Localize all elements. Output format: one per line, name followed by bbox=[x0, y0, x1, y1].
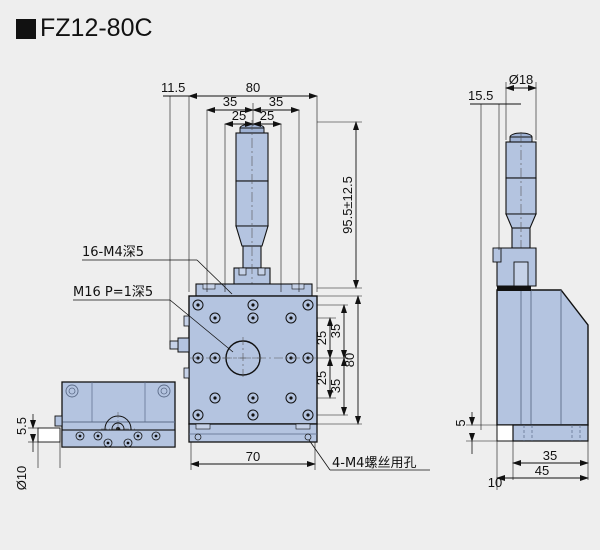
dim-35-lower: 35 bbox=[328, 379, 343, 393]
dim-45-side: 45 bbox=[535, 463, 549, 478]
bottom-view: 5.5 Ø10 bbox=[14, 381, 176, 491]
callout-4-m4: 4-M4螺丝用孔 bbox=[308, 439, 430, 471]
dim-25-upper: 25 bbox=[314, 331, 329, 345]
dim-35-left: 35 bbox=[223, 94, 237, 109]
dim-70: 70 bbox=[246, 449, 260, 464]
callout-m16-label: M16 P=1深5 bbox=[73, 285, 153, 300]
front-base-plate bbox=[188, 423, 318, 443]
front-right-dimensions: 25 25 35 35 80 bbox=[314, 295, 362, 425]
corner-hole-group bbox=[192, 299, 314, 421]
dim-25-lower: 25 bbox=[314, 371, 329, 385]
side-base-foot bbox=[496, 424, 589, 442]
side-micrometer bbox=[505, 132, 537, 290]
dim-11-5: 11.5 bbox=[161, 80, 185, 95]
page-title-text: FZ12-80C bbox=[40, 14, 153, 42]
dim-35-upper: 35 bbox=[328, 324, 343, 338]
callout-4-m4-label: 4-M4螺丝用孔 bbox=[332, 456, 416, 471]
dim-80: 80 bbox=[246, 80, 260, 95]
dim-35-side: 35 bbox=[543, 448, 557, 463]
dim-5-5: 5.5 bbox=[14, 417, 29, 435]
dim-25-left: 25 bbox=[232, 108, 246, 123]
dim-25-right: 25 bbox=[260, 108, 274, 123]
dim-15-5: 15.5 bbox=[468, 88, 493, 103]
front-top-plate bbox=[195, 283, 313, 297]
side-15-5-dimension: 15.5 bbox=[468, 88, 521, 430]
micrometer-head bbox=[233, 120, 271, 300]
callout-m16: M16 P=1深5 bbox=[73, 285, 234, 353]
callout-16-m4-label: 16-M4深5 bbox=[82, 245, 144, 260]
dim-35-right: 35 bbox=[269, 94, 283, 109]
front-view: 11.5 80 35 35 25 25 95.5±12. bbox=[73, 80, 430, 471]
dim-10: 10 bbox=[488, 475, 502, 490]
front-stage-body bbox=[188, 295, 318, 425]
side-view: Ø18 15.5 5 bbox=[453, 72, 589, 490]
front-bottom-dimension: 70 bbox=[190, 442, 316, 470]
page-title: FZ12-80C bbox=[16, 16, 153, 41]
dim-dia10: Ø10 bbox=[14, 466, 29, 491]
side-5-dimension: 5 bbox=[453, 412, 497, 454]
dim-dia18: Ø18 bbox=[509, 72, 534, 87]
front-height-dimension: 95.5±12.5 bbox=[317, 121, 362, 289]
dim-5: 5 bbox=[453, 419, 468, 426]
square-bullet-icon bbox=[16, 18, 36, 39]
dim-80-vert: 80 bbox=[342, 353, 357, 367]
side-main-body bbox=[496, 286, 589, 426]
lock-screw bbox=[169, 315, 190, 379]
side-bottom-dimensions: 35 45 10 bbox=[488, 441, 589, 490]
side-dia18-dimension: Ø18 bbox=[505, 72, 537, 140]
dim-95-5: 95.5±12.5 bbox=[340, 176, 355, 234]
side-clamp-bracket bbox=[492, 247, 537, 287]
front-top-dimensions: 11.5 80 35 35 25 25 bbox=[161, 80, 318, 345]
callout-16-m4: 16-M4深5 bbox=[82, 245, 233, 295]
